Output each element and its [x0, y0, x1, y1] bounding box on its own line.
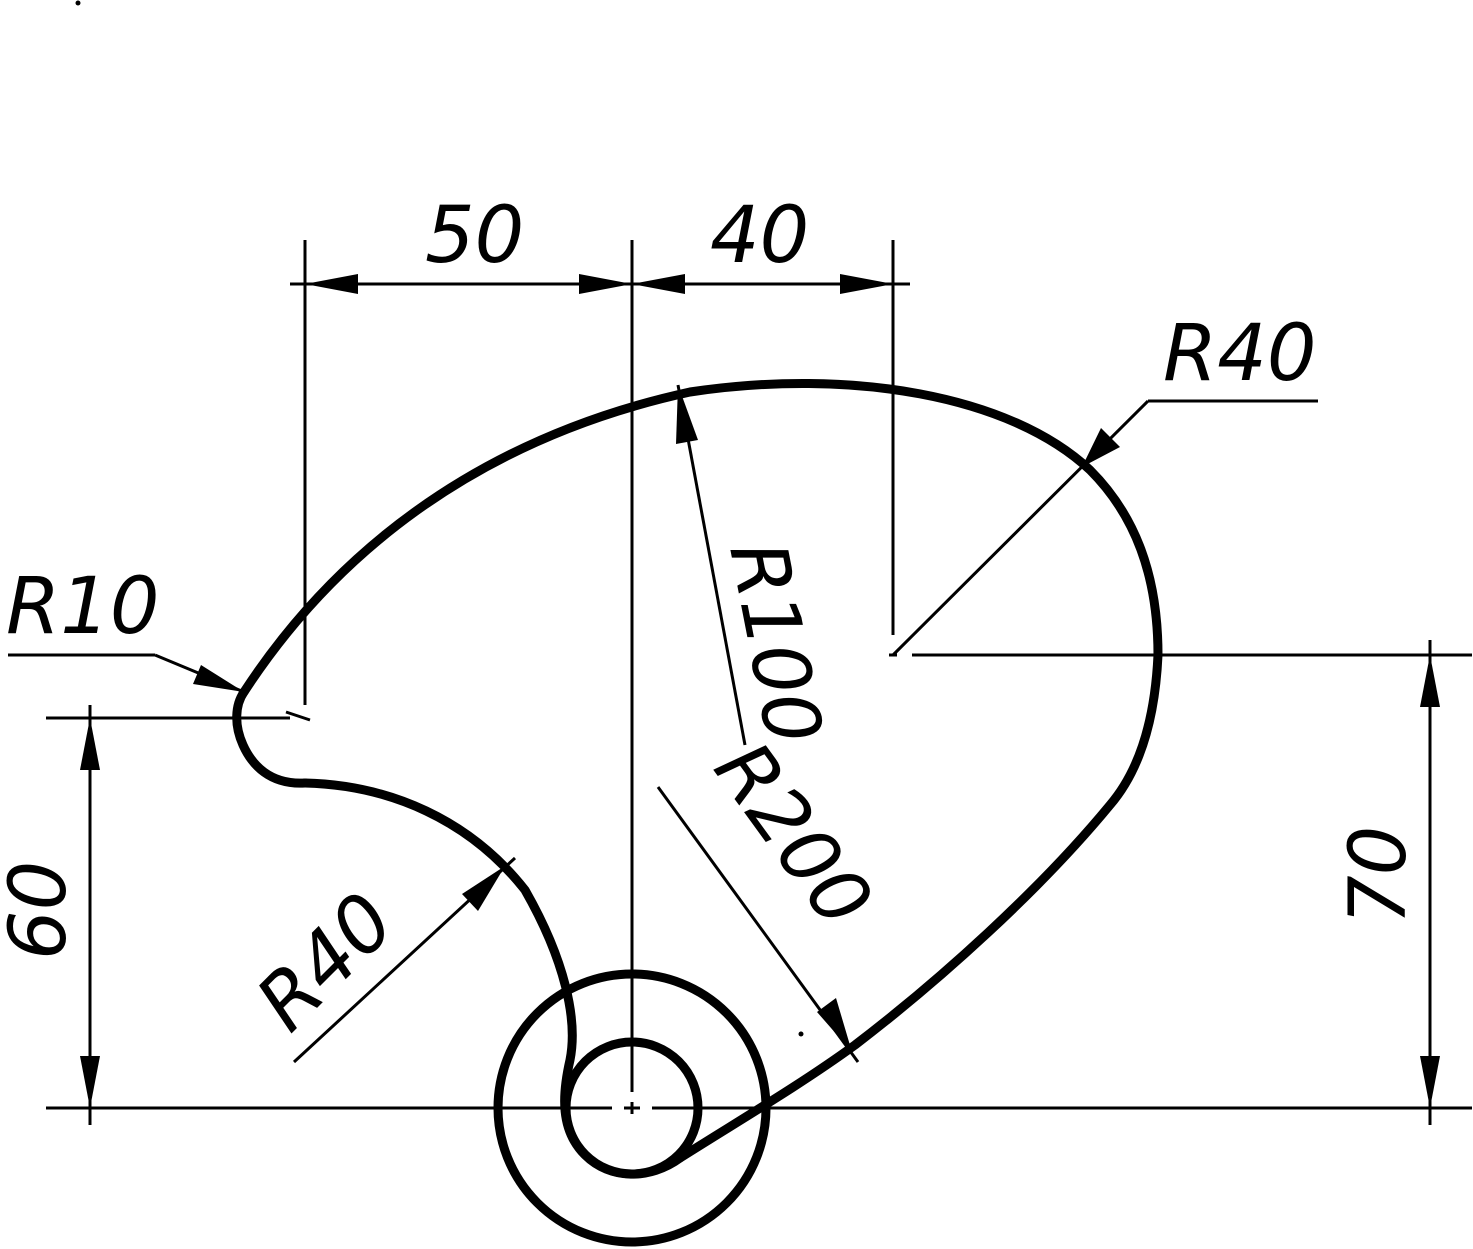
arrow-r10: [193, 665, 244, 692]
arrow-60-top: [80, 718, 100, 770]
arrow-40-left: [632, 274, 685, 294]
dim-text-r200: R200: [697, 726, 889, 943]
dim-text-r10: R10: [6, 562, 159, 652]
dim-text-r40-lower: R40: [240, 876, 412, 1048]
arrow-r40-top: [1082, 428, 1120, 467]
arrow-40-right: [840, 274, 893, 294]
arrow-70-bottom: [1420, 1056, 1440, 1108]
dimension-r100: R100: [676, 384, 838, 751]
arrow-60-bottom: [80, 1056, 100, 1108]
dim-text-50: 50: [425, 191, 524, 281]
part-profile: [232, 378, 1163, 1247]
arrow-r200: [817, 998, 852, 1052]
dimension-r40-top: R40: [891, 309, 1318, 657]
outline-left-fillet: [232, 687, 310, 788]
dim-text-60: 60: [0, 861, 84, 960]
dimension-vertical-60: 60: [0, 705, 100, 1125]
dimension-r200: R200: [656, 726, 889, 1063]
dim-text-70: 70: [1334, 826, 1424, 925]
dim-text-r40-top: R40: [1163, 309, 1316, 399]
arrow-70-top: [1420, 655, 1440, 707]
outline-large-arc: [239, 378, 1163, 1163]
dimension-r10: R10: [6, 562, 245, 694]
arrow-r100: [676, 385, 698, 444]
stray-dot-top: [75, 0, 81, 6]
leader-r100: [676, 384, 747, 746]
arrow-50-right: [579, 274, 632, 294]
arrow-50-left: [305, 274, 358, 294]
construction-lines: [46, 240, 1472, 1114]
fillet-center-mark: [285, 710, 311, 722]
stray-dot-r200: [798, 1031, 804, 1037]
arrow-r40-lower: [462, 866, 505, 911]
dimension-horizontal: 50 40: [290, 191, 910, 294]
dim-text-40: 40: [710, 191, 809, 281]
dimension-vertical-70: 70: [1334, 640, 1440, 1125]
dim-text-r100: R100: [711, 534, 838, 751]
dimension-r40-lower: R40: [240, 856, 517, 1064]
